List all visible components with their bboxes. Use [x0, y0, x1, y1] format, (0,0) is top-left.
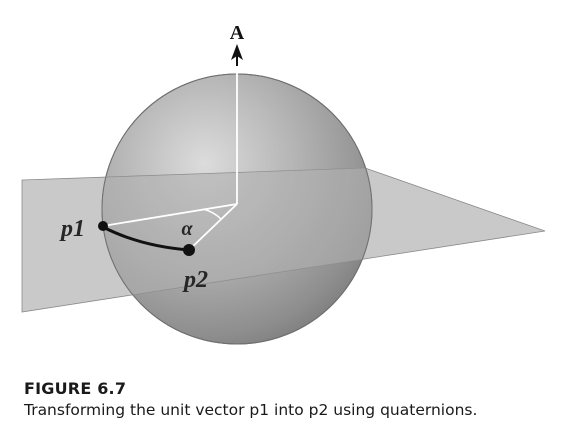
point-p2: [183, 244, 195, 256]
axis-arrowhead: [231, 44, 243, 60]
angle-label: α: [181, 218, 193, 240]
p1-label: p1: [59, 216, 85, 242]
angle-arc: [202, 208, 222, 220]
figure-caption: FIGURE 6.7 Transforming the unit vector …: [24, 379, 554, 421]
point-p1: [98, 221, 108, 231]
radius-to-p1: [102, 203, 238, 227]
equatorial-plane: [21, 167, 546, 313]
plane-inside-sphere: [102, 168, 372, 312]
caption-text: Transforming the unit vector p1 into p2 …: [24, 401, 478, 419]
quaternion-rotation-diagram: A α p1 p2: [21, 22, 546, 345]
rotation-arc: [102, 225, 190, 252]
caption-title: FIGURE 6.7: [24, 379, 127, 398]
axis-label: A: [230, 22, 245, 44]
p2-label: p2: [182, 267, 208, 293]
radius-to-p2: [188, 203, 238, 251]
